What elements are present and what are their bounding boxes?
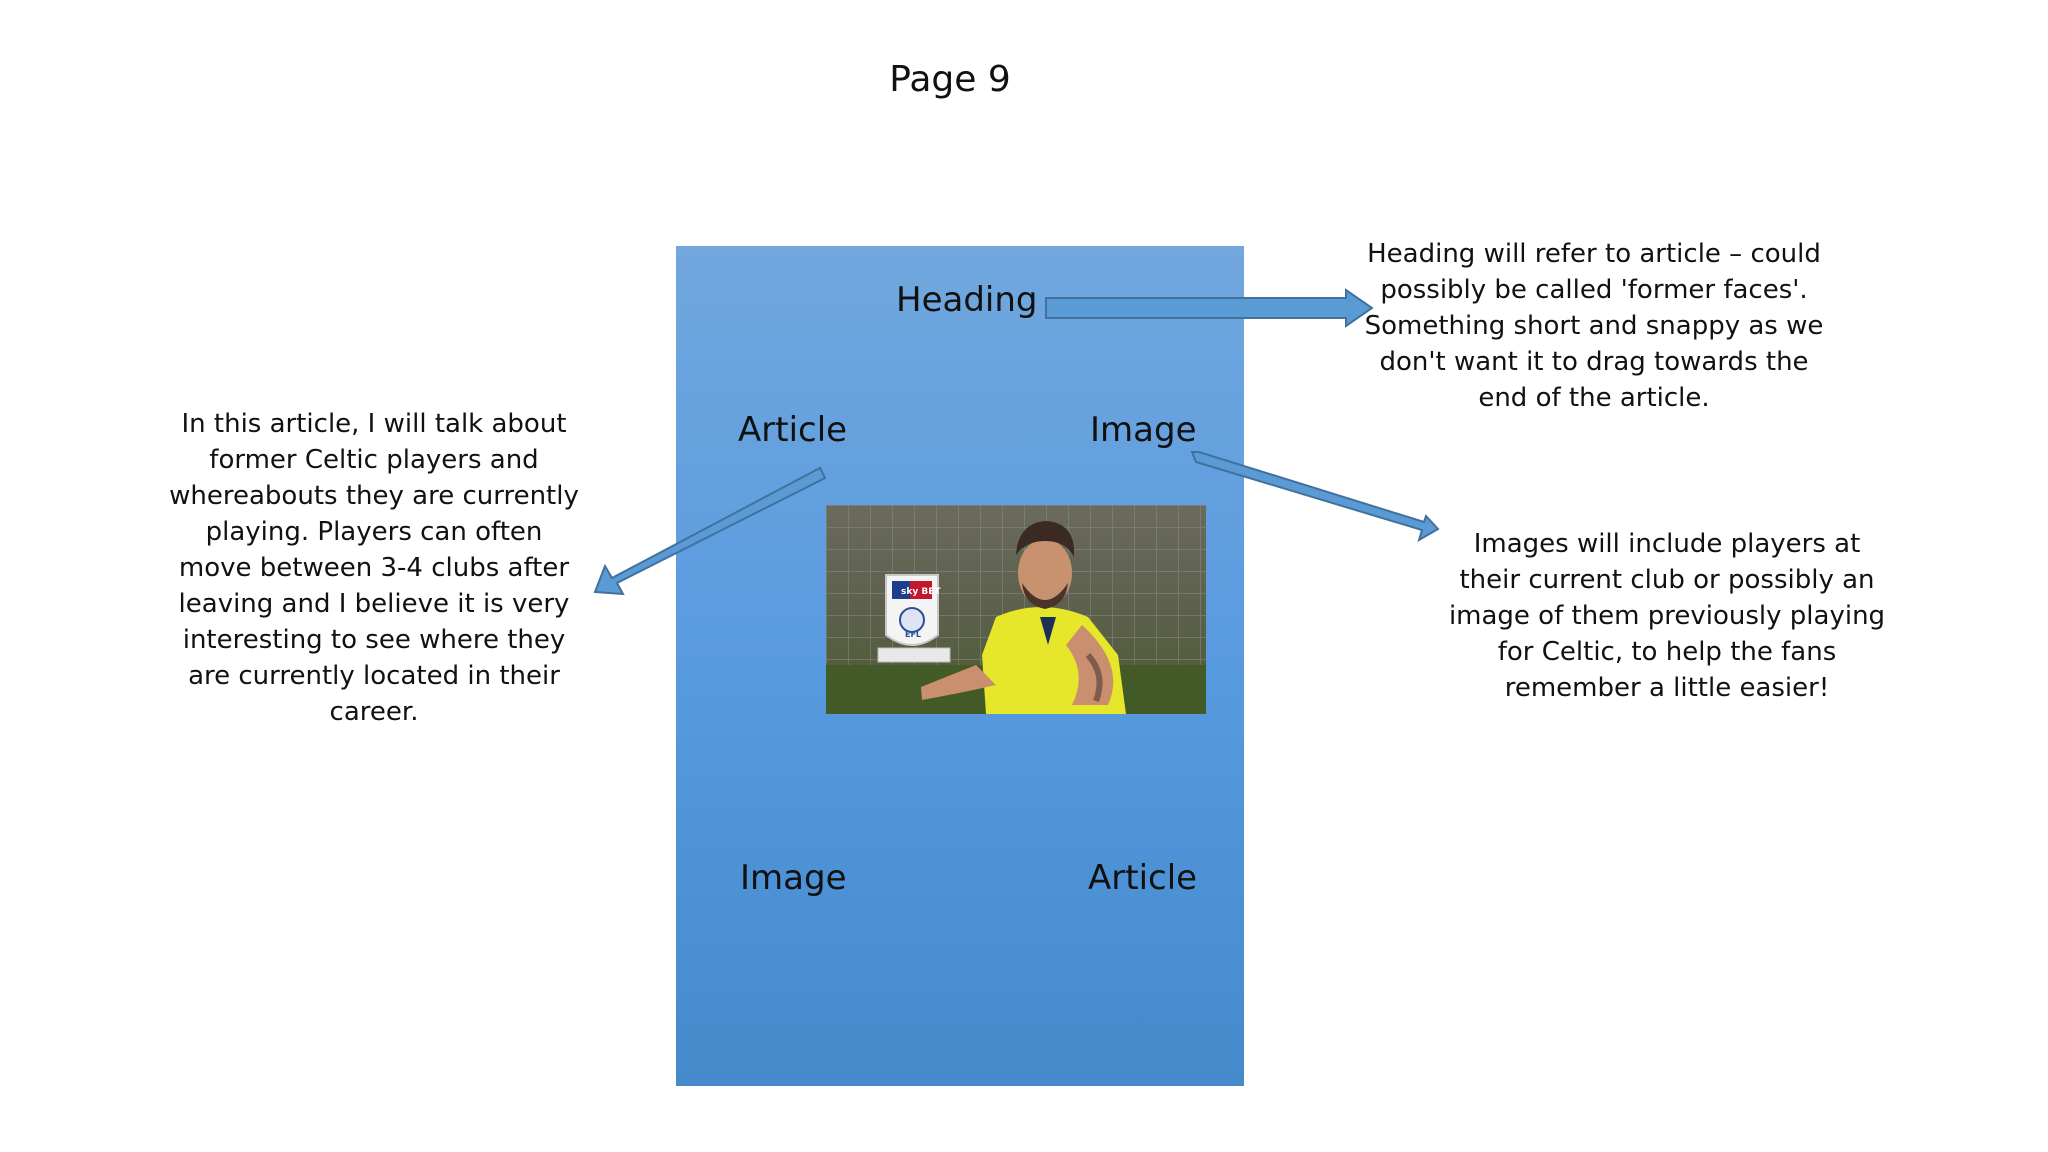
heading-note: Heading will refer to article – could po…: [1364, 239, 1824, 413]
article-label-top: Article: [738, 410, 848, 450]
image-label-bottom: Image: [740, 858, 847, 898]
player-photo: sky BET EFL: [826, 505, 1206, 714]
image-label-top: Image: [1090, 410, 1197, 450]
page-title: Page 9: [889, 59, 1011, 100]
article-note: In this article, I will talk about forme…: [169, 409, 579, 727]
badge-brand-text: sky BET: [901, 587, 941, 597]
article-label-bottom: Article: [1088, 858, 1198, 898]
image-note: Images will include players at their cur…: [1448, 529, 1886, 703]
heading-label: Heading: [896, 280, 1038, 320]
badge-league-text: EFL: [905, 630, 921, 639]
player-photo-illustration: sky BET EFL: [826, 505, 1206, 714]
